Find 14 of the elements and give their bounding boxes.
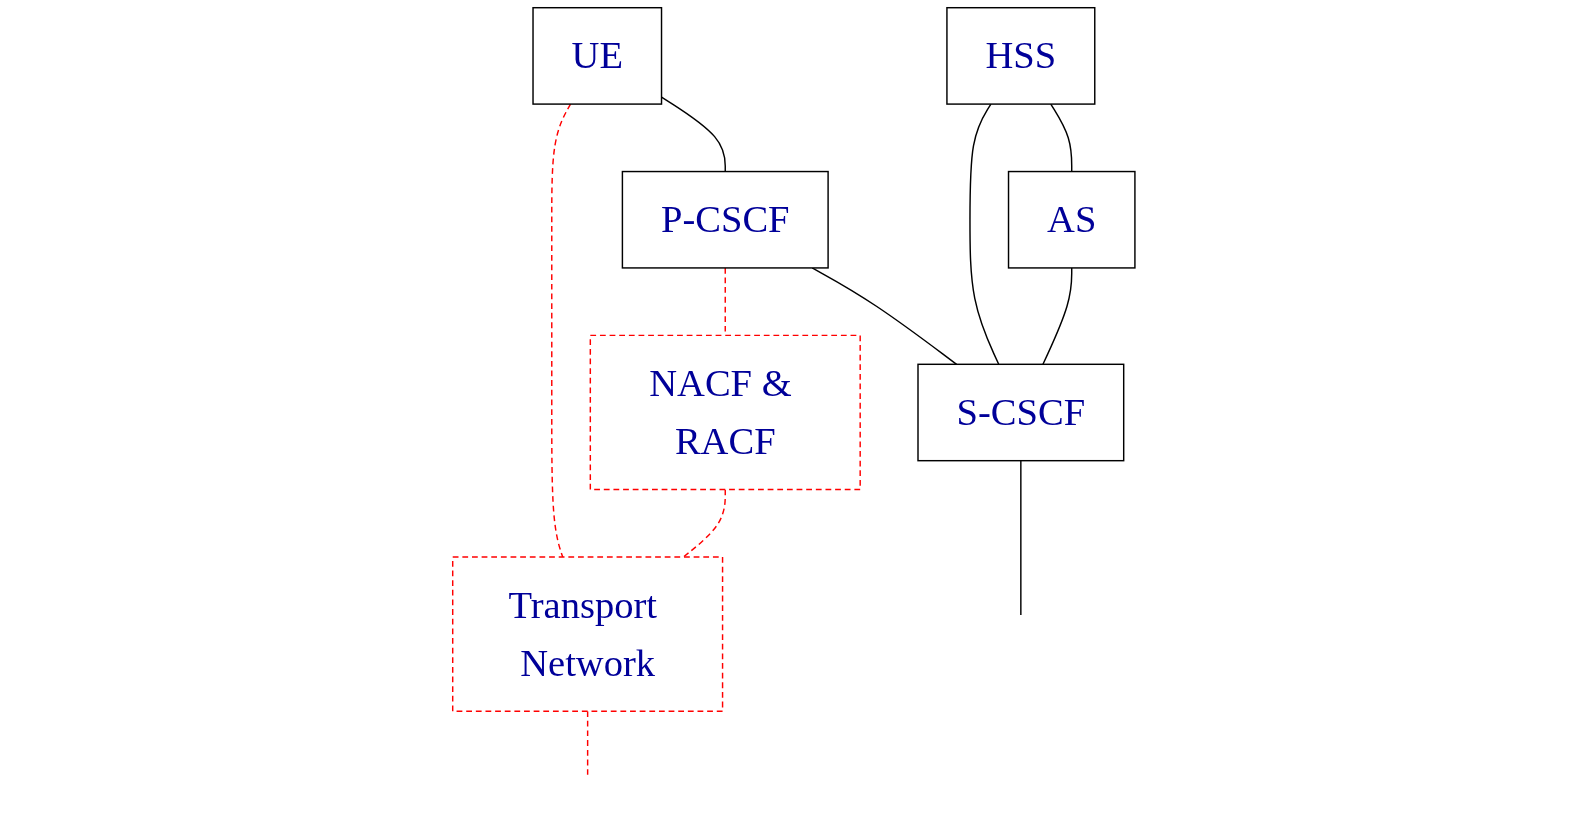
connector <box>1019 459 1022 616</box>
node-box: NACF & RACF <box>589 334 861 491</box>
connector <box>968 103 1000 366</box>
node-box: HSS <box>945 7 1096 105</box>
connector <box>811 267 957 366</box>
node-box: AS <box>1007 170 1136 269</box>
node-box: Transport Network <box>451 556 723 712</box>
connector <box>1041 267 1073 366</box>
connector <box>550 103 571 558</box>
connector <box>1049 103 1073 173</box>
node-box: S-CSCF <box>916 363 1125 462</box>
node-box: UE <box>532 7 662 105</box>
node-box: P-CSCF <box>621 170 829 269</box>
connector <box>682 488 726 558</box>
